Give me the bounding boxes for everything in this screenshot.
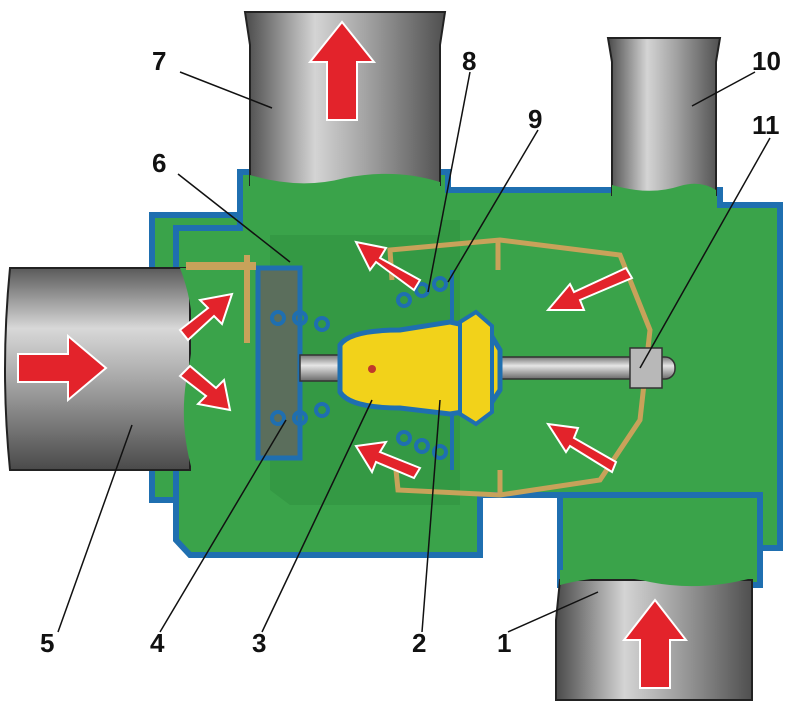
callout-9: 9 (528, 104, 542, 134)
callout-3: 3 (252, 628, 266, 658)
pipe-top-bypass-10 (606, 37, 722, 200)
rod-nut (629, 347, 663, 389)
callout-4: 4 (150, 628, 165, 658)
callout-8: 8 (462, 46, 476, 76)
callout-10: 10 (752, 46, 781, 76)
bypass-spring (270, 310, 330, 426)
flow-arrows (17, 20, 689, 689)
callout-leaders (57, 71, 771, 633)
bypass-valve (186, 255, 303, 461)
callout-5: 5 (40, 628, 54, 658)
callout-1: 1 (497, 628, 511, 658)
callout-6: 6 (152, 148, 166, 178)
callout-11: 11 (752, 110, 780, 140)
callout-2: 2 (412, 628, 426, 658)
callout-7: 7 (152, 46, 166, 76)
thermo-element (337, 309, 503, 427)
